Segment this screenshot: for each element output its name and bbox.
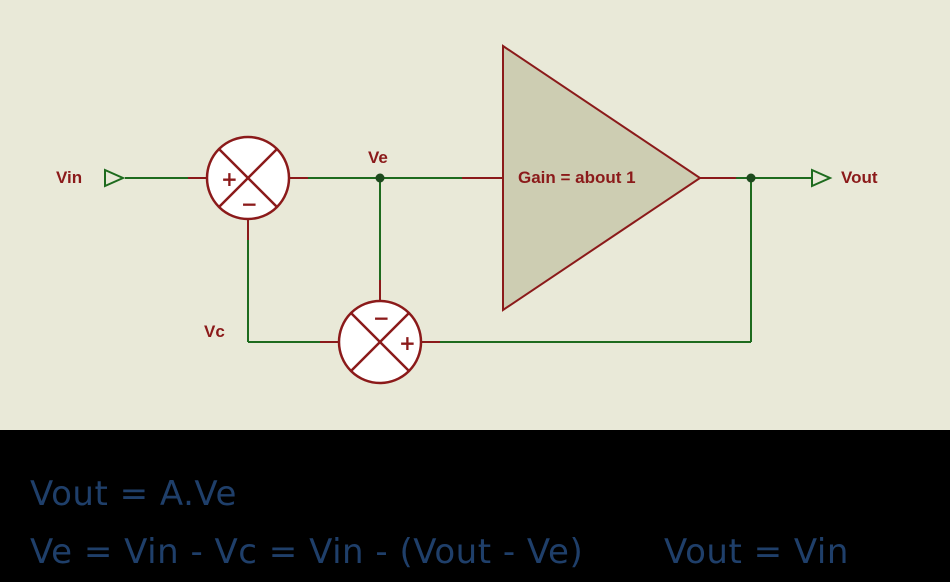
label-gain: Gain = about 1 — [518, 168, 636, 187]
circuit-diagram: + − − + — [104, 44, 833, 385]
output-port-arrow — [811, 168, 833, 188]
label-ve: Ve — [368, 148, 388, 167]
summer2-minus-sign: − — [373, 306, 390, 330]
amplifier-triangle — [502, 44, 702, 312]
summing-junction-1: + − — [205, 135, 291, 221]
summer2-plus-sign: + — [399, 331, 416, 355]
summing-junction-2: − + — [337, 299, 423, 385]
equation-vout-gain: Vout = A.Ve — [30, 474, 237, 514]
label-vout: Vout — [841, 168, 878, 187]
label-vin: Vin — [56, 168, 83, 187]
summer1-minus-sign: − — [241, 192, 258, 216]
wires — [125, 177, 812, 343]
equation-ve: Ve = Vin - Vc = Vin - (Vout - Ve) — [30, 532, 584, 572]
input-port-arrow — [104, 168, 126, 188]
junction-dot-vout — [746, 173, 756, 183]
label-vc: Vc — [204, 322, 225, 341]
equation-result: Vout = Vin — [664, 532, 849, 572]
equations-panel: Vout = A.Ve Ve = Vin - Vc = Vin - (Vout … — [0, 430, 950, 582]
summer1-plus-sign: + — [221, 167, 238, 191]
pin-stubs — [188, 177, 736, 343]
schematic-panel: + − − + Vin Vout Ve Vc Gain = about 1 — [0, 0, 950, 430]
junction-dot-ve — [375, 173, 385, 183]
